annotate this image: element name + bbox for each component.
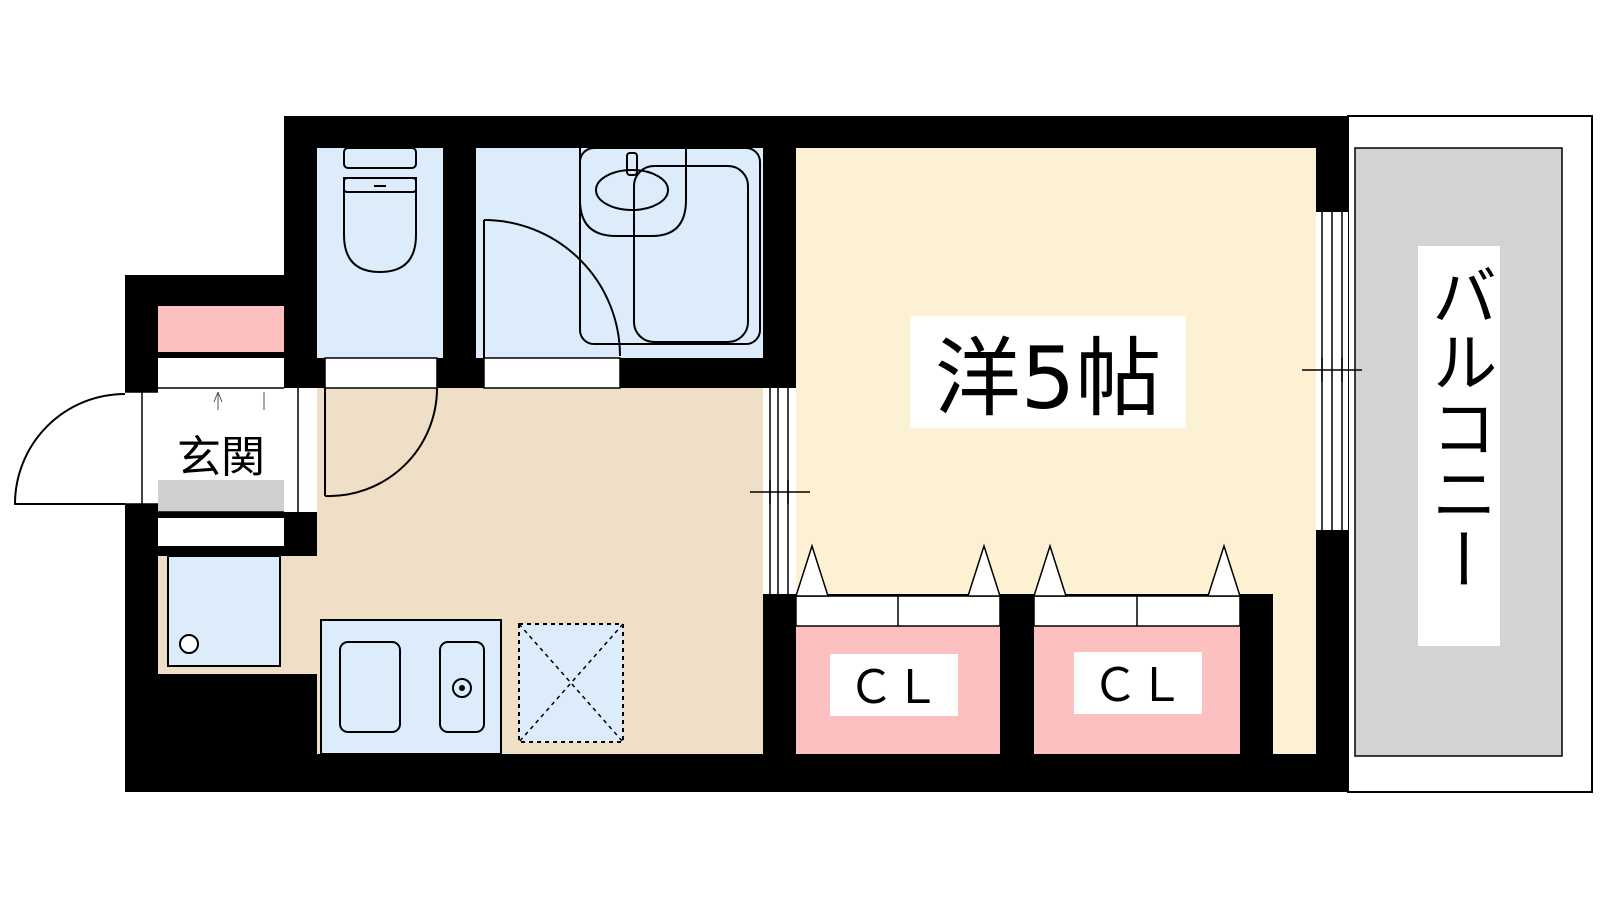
- fridge-space: [518, 623, 624, 743]
- shoe-box: [158, 306, 284, 352]
- room-label-group: 洋5帖: [910, 316, 1186, 429]
- room-label: 洋5帖: [935, 329, 1162, 429]
- genkan-label-group: 玄関: [177, 432, 265, 483]
- closet-left-label: ＣＬ: [848, 660, 940, 714]
- sliding-door-kitchen-room: [750, 388, 810, 594]
- toilet: [343, 147, 417, 274]
- stove: [439, 641, 485, 733]
- closet-right-label: ＣＬ: [1092, 658, 1184, 712]
- balcony-label: バルコニー: [1421, 262, 1498, 592]
- sink: [339, 641, 401, 733]
- closet-left-label-group: ＣＬ: [830, 654, 958, 716]
- entrance: [158, 306, 317, 546]
- toilet-door: [324, 357, 438, 498]
- bathroom-floor: [476, 148, 763, 358]
- kitchen-counter: [320, 619, 502, 755]
- entrance-door: [13, 391, 158, 505]
- balcony: [1347, 115, 1593, 793]
- closet-right-label-group: ＣＬ: [1074, 652, 1202, 714]
- bathroom-door: [483, 219, 621, 389]
- washing-machine-pan: [167, 555, 281, 667]
- entrance-step: [158, 480, 284, 512]
- balcony-window: [1302, 212, 1362, 530]
- bathtub: [579, 147, 761, 345]
- genkan-label: 玄関: [177, 432, 265, 483]
